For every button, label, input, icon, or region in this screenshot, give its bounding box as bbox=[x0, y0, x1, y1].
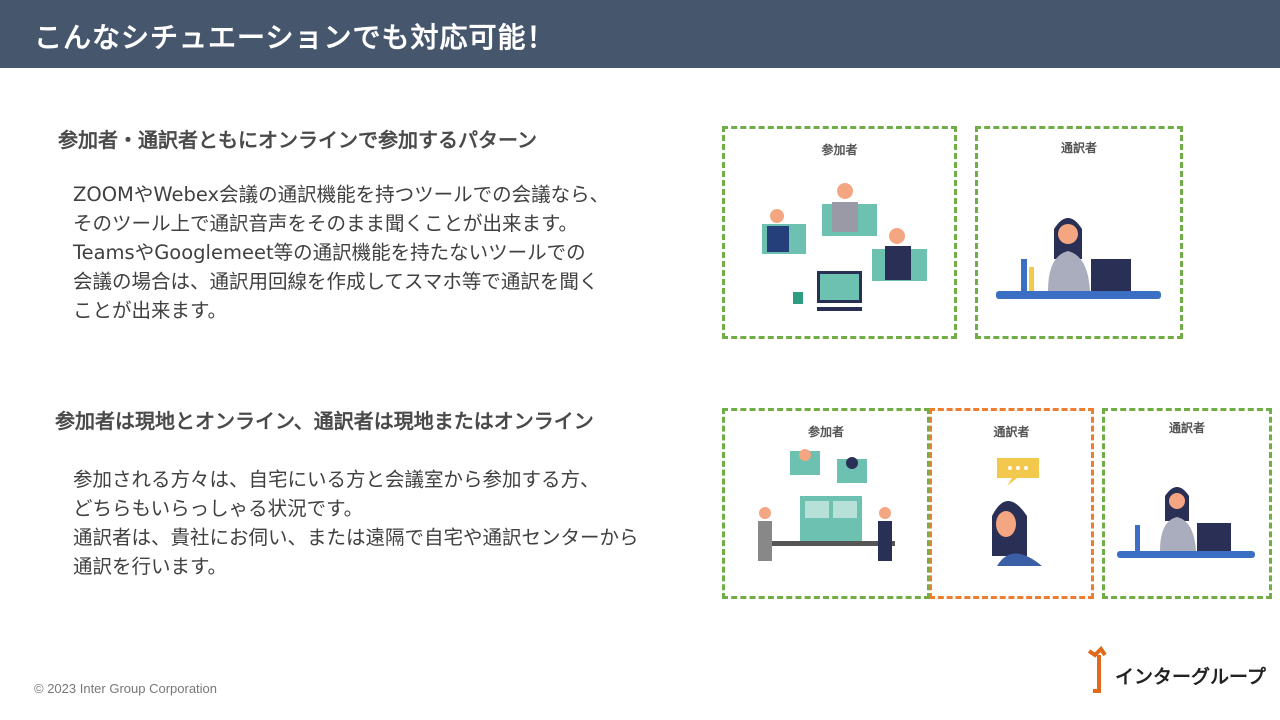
section2-body: 参加される方々は、自宅にいる方と会議室から参加する方、 どちらもいらっしゃる状況… bbox=[73, 465, 639, 581]
online-meeting-illustration bbox=[762, 183, 927, 311]
hybrid-meeting-illustration bbox=[758, 449, 895, 561]
panel-label: 通訳者 bbox=[1168, 421, 1205, 435]
logo-text: インターグループ bbox=[1115, 666, 1266, 688]
text-line: 通訳を行います。 bbox=[73, 555, 228, 578]
panel-label: 参加者 bbox=[807, 425, 844, 439]
text-line: 通訳者は、貴社にお伺い、または遠隔で自宅や通訳センターから bbox=[73, 526, 639, 549]
panel-label: 通訳者 bbox=[993, 425, 1030, 439]
text-line: ZOOMやWebex会議の通訳機能を持つツールでの会議なら、 bbox=[73, 183, 610, 206]
interpreter-panel: 通訳者 bbox=[975, 126, 1183, 339]
header-bar: こんなシチュエーションでも対応可能！ bbox=[0, 0, 1280, 68]
text-line: ことが出来ます。 bbox=[73, 299, 228, 322]
text-line: TeamsやGooglemeet等の通訳機能を持たないツールでの bbox=[73, 241, 586, 264]
interpreter-speaking-illustration bbox=[992, 458, 1042, 566]
page-title: こんなシチュエーションでも対応可能！ bbox=[34, 21, 556, 54]
section2-heading: 参加者は現地とオンライン、通訳者は現地またはオンライン bbox=[55, 409, 594, 433]
section1-body: ZOOMやWebex会議の通訳機能を持つツールでの会議なら、 そのツール上で通訳… bbox=[73, 180, 609, 325]
interpreter-desk-illustration bbox=[996, 218, 1161, 299]
text-line: そのツール上で通訳音声をそのまま聞くことが出来ます。 bbox=[73, 212, 579, 235]
remote-interpreter-panel: 通訳者 bbox=[1102, 408, 1272, 599]
section1-heading: 参加者・通訳者ともにオンラインで参加するパターン bbox=[58, 128, 537, 152]
text-line: 参加される方々は、自宅にいる方と会議室から参加する方、 bbox=[73, 468, 600, 491]
participants-panel: 参加者 bbox=[722, 408, 930, 599]
onsite-interpreter-panel: 通訳者 bbox=[929, 408, 1094, 599]
company-logo: インターグループ bbox=[1085, 645, 1266, 695]
copyright: © 2023 Inter Group Corporation bbox=[34, 681, 218, 696]
text-line: 会議の場合は、通訳用回線を作成してスマホ等で通訳を聞く bbox=[73, 270, 599, 293]
text-line: どちらもいらっしゃる状況です。 bbox=[73, 497, 364, 520]
logo-mark-icon bbox=[1087, 645, 1107, 693]
participants-panel: 参加者 bbox=[722, 126, 957, 339]
panel-label: 通訳者 bbox=[1060, 141, 1097, 155]
panel-label: 参加者 bbox=[821, 143, 858, 157]
interpreter-desk-illustration bbox=[1117, 487, 1255, 558]
